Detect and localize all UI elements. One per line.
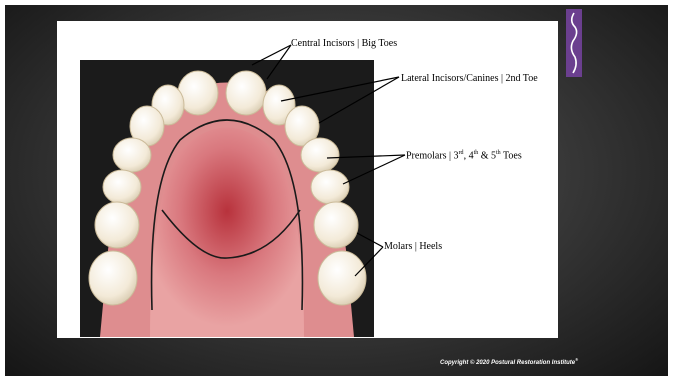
content-panel: Central Incisors | Big Toes Lateral Inci…	[57, 21, 558, 338]
slide: Central Incisors | Big Toes Lateral Inci…	[5, 5, 668, 376]
label-molars: Molars | Heels	[384, 241, 442, 252]
label-premolars: Premolars | 3rd, 4th & 5th Toes	[406, 150, 522, 161]
institute-logo	[566, 9, 582, 77]
spine-logo-icon	[566, 9, 582, 77]
copyright-footer: Copyright © 2020 Postural Restoration In…	[440, 357, 578, 366]
leader-lines	[57, 21, 558, 338]
label-lateral-incisors: Lateral Incisors/Canines | 2nd Toe	[401, 73, 538, 84]
label-central-incisors: Central Incisors | Big Toes	[291, 38, 397, 49]
